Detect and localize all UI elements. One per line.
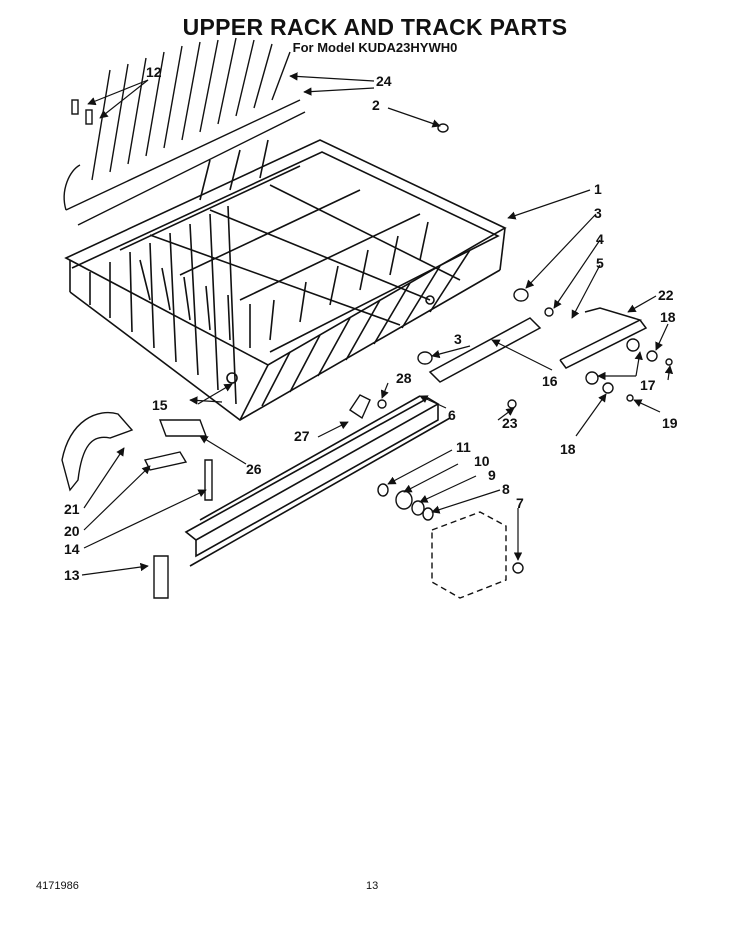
- part-21-screw: [507, 399, 517, 409]
- callout-24: 21: [64, 501, 80, 517]
- part-9-dashed-housing: [431, 511, 507, 599]
- callout-27: 27: [294, 428, 310, 444]
- page-title: UPPER RACK AND TRACK PARTS: [182, 14, 568, 40]
- callout-3-upper: 3: [594, 205, 602, 221]
- part-4-screw: [544, 307, 554, 317]
- part-13-end-stop: [153, 555, 169, 599]
- part-19-screw: [626, 394, 634, 402]
- callout-15: 15: [152, 397, 168, 413]
- tine-rows: [63, 37, 306, 226]
- part-2-washer: [437, 123, 449, 133]
- callout-6: 6: [448, 407, 456, 423]
- callout-labels: 12 24 2 1 3 4 5 22 18 17 16 3 23 6 28 27…: [64, 64, 678, 583]
- model-subtitle: For Model KUDA23HYWH0: [292, 40, 458, 55]
- callout-3-lower: 3: [454, 331, 462, 347]
- callout-17: 17: [640, 377, 656, 393]
- part-9-bushing: [422, 507, 434, 521]
- part-24-end-cap: [61, 411, 134, 492]
- callout-5: 5: [596, 255, 604, 271]
- part-26-clip: [158, 419, 208, 437]
- part-10-washer: [411, 500, 425, 516]
- callout-18-lower: 18: [560, 441, 576, 457]
- part-27-clip: [349, 394, 371, 420]
- part-12-stud: [377, 483, 389, 497]
- part-7-nut: [512, 562, 524, 574]
- callout-16: 16: [542, 373, 558, 389]
- track-rail: [184, 395, 451, 567]
- part-19b-screw: [665, 358, 673, 366]
- part-11-roller: [395, 490, 413, 510]
- callout-28: 28: [396, 370, 412, 386]
- callout-23: 20: [64, 523, 80, 539]
- callout-26: 26: [246, 461, 262, 477]
- callout-9: 8: [502, 481, 510, 497]
- callout-13: 13: [64, 567, 80, 583]
- callout-22: 24: [376, 73, 392, 89]
- upper-rack: [64, 139, 507, 421]
- callout-14: 14: [64, 541, 80, 557]
- callout-21: 23: [502, 415, 518, 431]
- callout-7: 7: [516, 495, 524, 511]
- part-number: 4171986: [36, 880, 79, 892]
- part-3-roller-lower: [417, 351, 433, 365]
- callout-8: 12: [146, 64, 162, 80]
- callout-4: 4: [596, 231, 604, 247]
- part-17b-roller: [585, 371, 599, 385]
- callout-10: 9: [488, 467, 496, 483]
- part-18-washer: [602, 382, 614, 394]
- callout-12: 11: [456, 439, 471, 455]
- callout-19: 19: [662, 415, 678, 431]
- roller-bracket: [428, 307, 648, 383]
- callout-2: 2: [372, 97, 380, 113]
- part-23-stop-clip: [143, 451, 188, 471]
- callout-11: 10: [474, 453, 490, 469]
- part-28-rivet: [377, 399, 387, 409]
- part-3-roller-upper: [513, 288, 529, 302]
- part-14-pin: [204, 459, 213, 501]
- part-17-roller: [626, 338, 640, 352]
- part-18b-washer: [646, 350, 658, 362]
- callout-1: 1: [594, 181, 602, 197]
- callout-20: 22: [658, 287, 674, 303]
- page-number: 13: [366, 880, 379, 892]
- callout-18-upper: 18: [660, 309, 676, 325]
- leader-lines: [81, 72, 674, 576]
